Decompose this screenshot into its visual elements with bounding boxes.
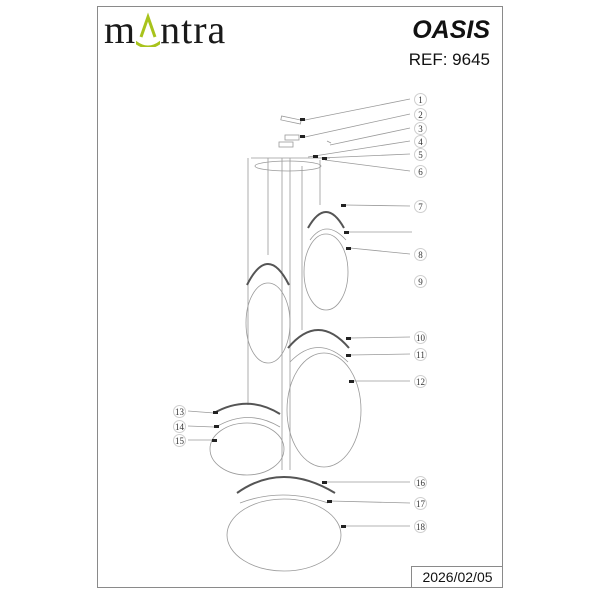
part-callout: 5 [414, 148, 427, 161]
part-callout: 4 [414, 135, 427, 148]
part-callout: 15 [173, 434, 186, 447]
part-callout: 18 [414, 520, 427, 533]
part-callout: 2 [414, 108, 427, 121]
part-callout: 9 [414, 275, 427, 288]
part-callout: 13 [173, 405, 186, 418]
part-callout: 7 [414, 200, 427, 213]
part-callout: 12 [414, 375, 427, 388]
drawing-date: 2026/02/05 [411, 566, 503, 588]
part-callout: 6 [414, 165, 427, 178]
part-callout: 16 [414, 476, 427, 489]
reference-number: REF: 9645 [408, 50, 490, 69]
part-callout: 17 [414, 497, 427, 510]
brand-logo-text-start: m [104, 7, 137, 52]
part-callout: 8 [414, 248, 427, 261]
drawing-frame [97, 6, 503, 588]
part-callout: 14 [173, 420, 186, 433]
brand-logo-text-end: ntra [160, 7, 227, 52]
brand-logo-accent-icon [136, 12, 161, 47]
part-callout: 10 [414, 331, 427, 344]
part-callout: 3 [414, 122, 427, 135]
part-callout: 11 [414, 348, 427, 361]
model-name: OASIS [412, 16, 490, 44]
part-callout: 1 [414, 93, 427, 106]
